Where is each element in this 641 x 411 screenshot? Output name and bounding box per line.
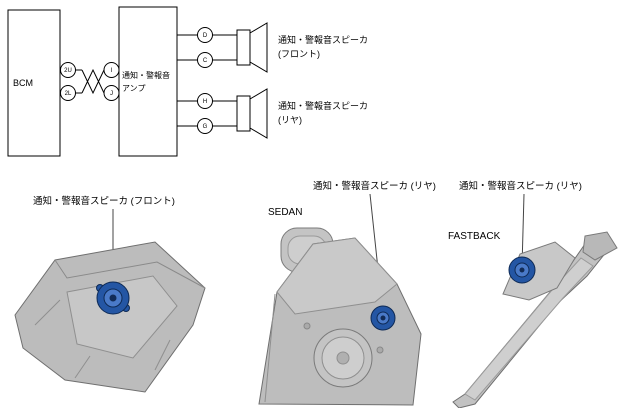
pin-rear-out-lower: G bbox=[197, 118, 213, 134]
pin-amp-in-upper: I bbox=[103, 62, 120, 78]
pin-bcm-upper: 2U bbox=[60, 62, 76, 78]
front-panel-ribs bbox=[34, 299, 171, 379]
amplifier-box bbox=[118, 6, 178, 157]
fastback-rear-speaker-callout: 通知・警報音スピーカ (リヤ) bbox=[459, 181, 582, 192]
svg-text:2U: 2U bbox=[64, 68, 72, 74]
amplifier-label-line1: 通知・警報音 bbox=[122, 70, 170, 80]
svg-text:2L: 2L bbox=[65, 91, 72, 97]
rear-speaker-symbol bbox=[236, 88, 268, 139]
amplifier-label-line2: アンプ bbox=[122, 84, 145, 93]
front-speaker-label-line2: (フロント) bbox=[278, 49, 320, 59]
sedan-shelf-edge bbox=[264, 293, 276, 403]
wiring-diagram: BCM 通知・警報音 アンプ 2U 2L I J D bbox=[7, 6, 368, 157]
fastback-top-bracket bbox=[582, 231, 618, 261]
sedan-bolt-right bbox=[376, 346, 384, 354]
front-speaker-symbol bbox=[236, 22, 268, 73]
sedan-title: SEDAN bbox=[268, 207, 303, 218]
sedan-rear-speaker-location-illustration bbox=[258, 227, 422, 406]
svg-text:D: D bbox=[203, 33, 208, 39]
fastback-rear-speaker-highlight bbox=[508, 256, 536, 284]
pin-rear-out-upper: H bbox=[197, 93, 213, 109]
front-speaker-highlight bbox=[96, 281, 130, 315]
fastback-title: FASTBACK bbox=[448, 231, 501, 242]
bcm-box bbox=[7, 9, 61, 157]
pin-front-out-lower: C bbox=[197, 52, 213, 68]
svg-text:J: J bbox=[110, 91, 113, 97]
bcm-label: BCM bbox=[13, 78, 33, 88]
svg-text:G: G bbox=[203, 124, 208, 130]
front-panel-recess bbox=[66, 275, 178, 359]
pin-amp-in-lower: J bbox=[103, 85, 120, 101]
sedan-shelf-top-face bbox=[276, 237, 398, 315]
front-panel-edge bbox=[54, 259, 206, 289]
svg-text:I: I bbox=[111, 68, 113, 74]
rear-speaker-label-line1: 通知・警報音スピーカ bbox=[278, 100, 368, 111]
twisted-pair-wires bbox=[75, 68, 105, 95]
front-speaker-location-callout: 通知・警報音スピーカ (フロント) bbox=[33, 196, 175, 207]
svg-text:H: H bbox=[203, 99, 207, 105]
sedan-grille-center bbox=[336, 351, 350, 365]
sedan-rear-speaker-highlight bbox=[370, 305, 396, 331]
pin-front-out-upper: D bbox=[197, 27, 213, 43]
sedan-rear-speaker-callout: 通知・警報音スピーカ (リヤ) bbox=[313, 181, 436, 192]
pin-bcm-lower: 2L bbox=[60, 85, 76, 101]
front-speaker-label-line1: 通知・警報音スピーカ bbox=[278, 34, 368, 45]
front-speaker-location-illustration bbox=[14, 241, 206, 393]
fastback-speaker-bracket bbox=[502, 241, 576, 301]
speaker-wires bbox=[177, 34, 237, 127]
rear-speaker-label-line2: (リヤ) bbox=[278, 115, 302, 125]
sedan-bolt-left bbox=[303, 322, 311, 330]
svg-text:C: C bbox=[203, 58, 208, 64]
fastback-rear-speaker-location-illustration bbox=[452, 231, 618, 408]
